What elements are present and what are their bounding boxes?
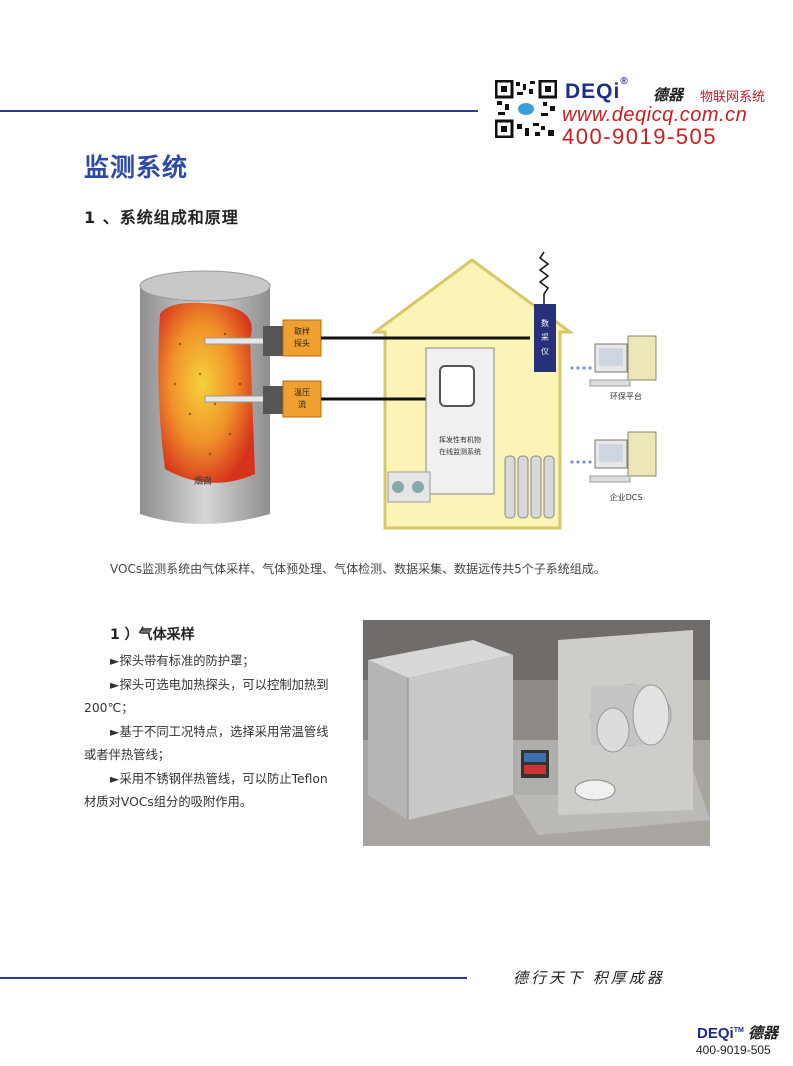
env-platform-label: 环保平台 xyxy=(610,391,642,401)
sampling-bullets: ►探头带有标准的防护罩； ►探头可选电加热探头，可以控制加热到200℃； ►基于… xyxy=(84,650,334,815)
collector-label-1: 数 xyxy=(541,318,549,328)
brand-logo: DEQi® xyxy=(565,76,629,103)
sampling-probe-photo xyxy=(363,620,710,846)
footer-rule xyxy=(0,977,467,979)
analyzer-label-1: 挥发性有机物 xyxy=(439,435,481,444)
brand-url[interactable]: www.deqicq.com.cn xyxy=(562,104,748,126)
dcs-label: 企业DCS xyxy=(610,492,643,502)
company-motto: 德行天下 积厚成器 xyxy=(513,969,665,987)
brand-iot-label: 物联网系统 xyxy=(700,90,766,105)
bullet-2: ►探头可选电加热探头，可以控制加热到200℃； xyxy=(84,677,329,716)
probe-label-1: 取样 xyxy=(294,326,310,336)
page-title: 监测系统 xyxy=(84,153,189,182)
section-heading: 1 、系统组成和原理 xyxy=(84,208,239,227)
footer-logo: DEQiTM 德器 xyxy=(697,1024,778,1042)
chimney-label: 烟囱 xyxy=(194,475,212,487)
system-description: VOCs监测系统由气体采样、气体预处理、气体检测、数据采集、数据远传共5个子系统… xyxy=(110,562,606,576)
chimney: 烟囱 xyxy=(139,270,271,524)
brand-phone: 400-9019-505 xyxy=(562,124,718,149)
qr-code xyxy=(495,80,557,138)
collector-label-3: 仪 xyxy=(541,347,549,356)
probe-label-2: 探头 xyxy=(294,338,310,348)
analyzer-label-2: 在线监测系统 xyxy=(439,447,481,456)
temp-label-1: 温压 xyxy=(294,388,310,397)
bullet-1: ►探头带有标准的防护罩； xyxy=(110,654,255,668)
collector-label-2: 采 xyxy=(541,332,549,342)
temp-label-2: 流 xyxy=(298,399,306,409)
env-platform-computer: 环保平台 xyxy=(589,335,657,401)
brand-chinese-name: 德器 xyxy=(653,86,684,104)
sampling-heading: 1 ）气体采样 xyxy=(110,627,195,643)
footer-phone: 400-9019-505 xyxy=(696,1043,771,1057)
bullet-4: ►采用不锈钢伴热管线，可以防止Teflon材质对VOCs组分的吸附作用。 xyxy=(84,771,328,810)
dcs-computer: 企业DCS xyxy=(589,431,657,502)
bullet-3: ►基于不同工况特点，选择采用常温管线或者伴热管线； xyxy=(84,724,329,763)
header-rule xyxy=(0,110,478,112)
system-diagram: 烟囱 取样 探头 温压 流 挥发性有机物 在线监测系统 数 采 仪 环保平台 xyxy=(139,251,657,530)
